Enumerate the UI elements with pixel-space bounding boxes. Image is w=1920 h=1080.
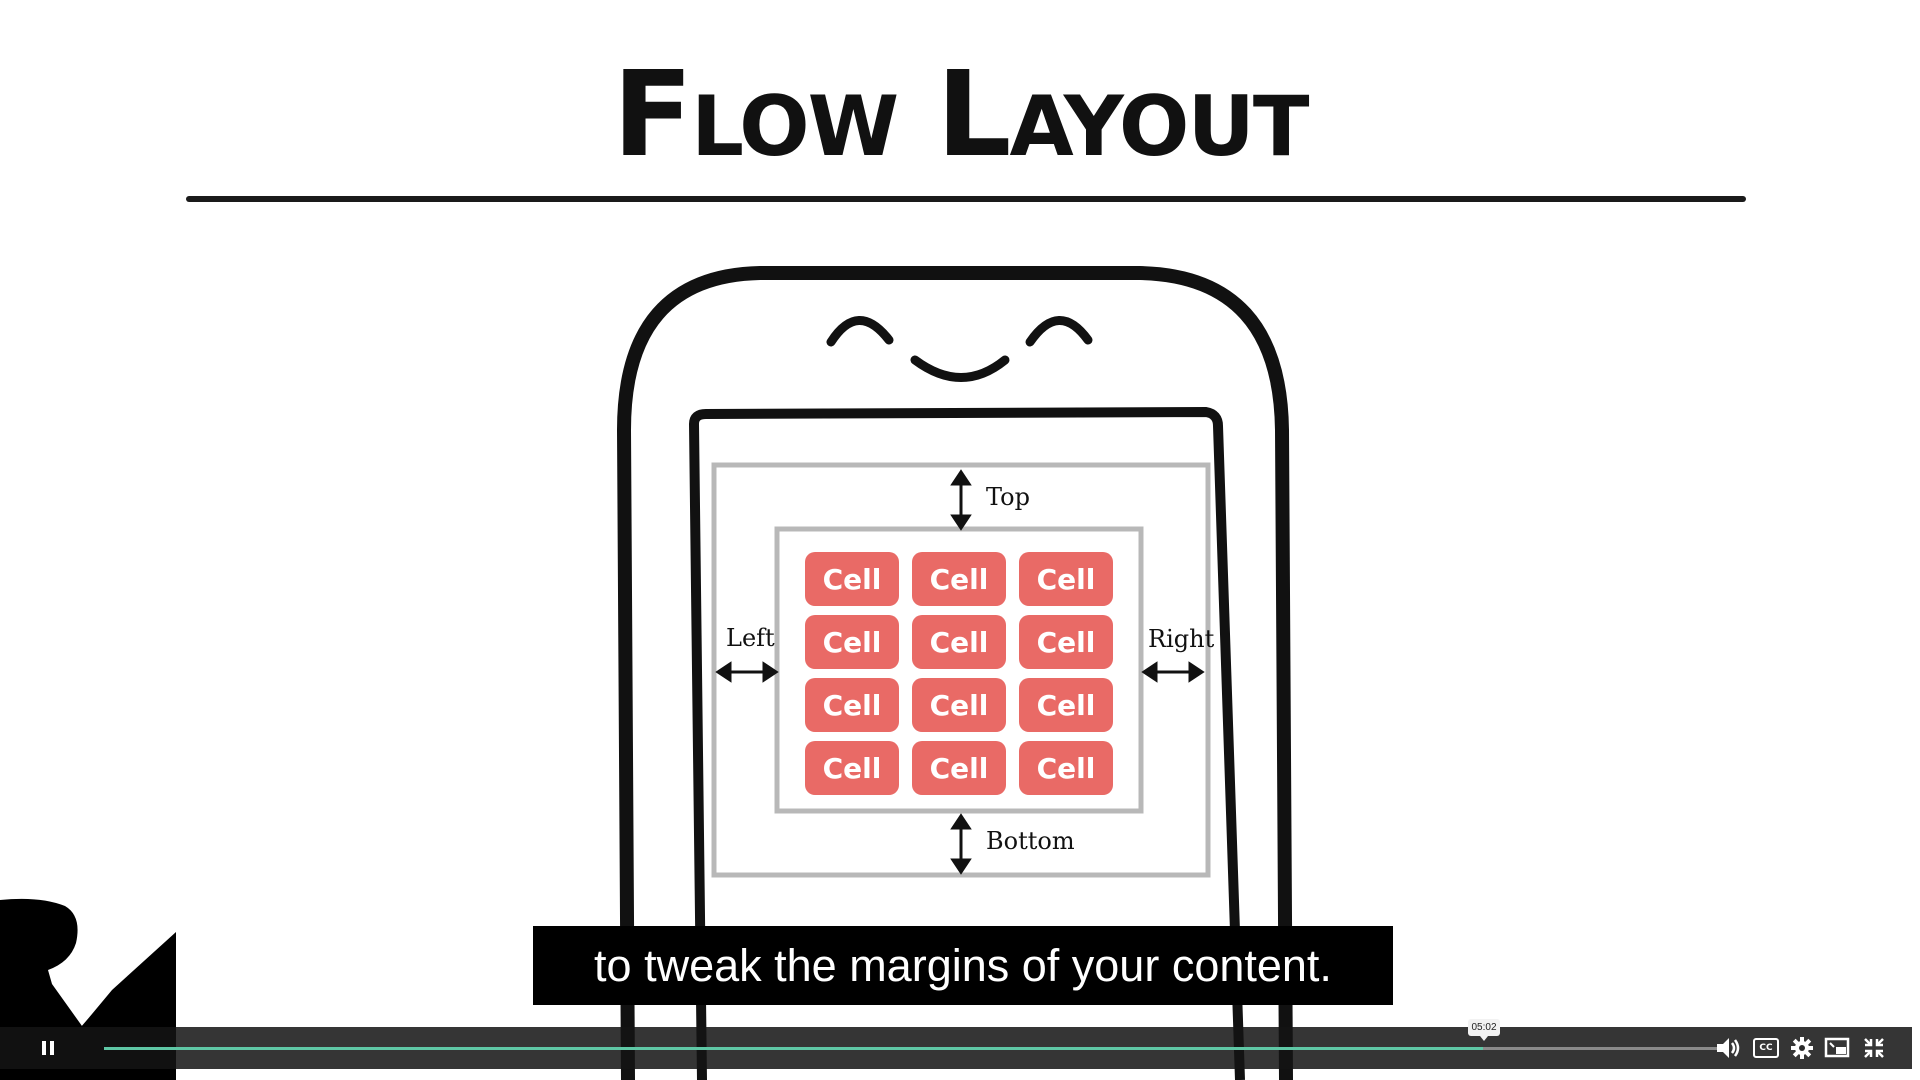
closed-captions-icon: CC xyxy=(1753,1038,1779,1058)
left-margin-label: Left xyxy=(726,624,775,652)
cell: Cell xyxy=(912,678,1006,732)
right-margin-label: Right xyxy=(1148,625,1215,653)
slide-title: Flow Layout xyxy=(612,45,1310,183)
outer-margin-box xyxy=(711,462,1211,878)
content-box xyxy=(774,526,1144,814)
pause-icon xyxy=(42,1041,54,1055)
cell: Cell xyxy=(912,552,1006,606)
picture-in-picture-icon xyxy=(1824,1037,1850,1058)
pause-button[interactable] xyxy=(30,1032,66,1064)
cell: Cell xyxy=(1019,741,1113,795)
left-eye xyxy=(826,316,894,347)
left-margin-arrow xyxy=(715,661,779,683)
cell: Cell xyxy=(805,678,899,732)
closed-captions-label: CC xyxy=(1759,1043,1773,1053)
progress-fill xyxy=(104,1047,1483,1050)
progress-bar[interactable] xyxy=(104,1047,1724,1050)
exit-fullscreen-icon xyxy=(1864,1038,1884,1058)
subtitle-caption: to tweak the margins of your content. xyxy=(533,926,1393,1005)
cell: Cell xyxy=(1019,678,1113,732)
volume-button[interactable] xyxy=(1714,1034,1742,1062)
cell: Cell xyxy=(912,615,1006,669)
right-eye xyxy=(1025,316,1093,347)
cell: Cell xyxy=(912,741,1006,795)
volume-icon xyxy=(1717,1038,1740,1058)
cell: Cell xyxy=(805,552,899,606)
phone-screen-outline xyxy=(688,406,1245,1080)
timestamp-tooltip: 05:02 xyxy=(1468,1019,1500,1041)
cell: Cell xyxy=(805,615,899,669)
cell: Cell xyxy=(1019,615,1113,669)
phone-outline xyxy=(617,266,1293,1080)
top-margin-arrow xyxy=(950,469,972,531)
closed-captions-button[interactable]: CC xyxy=(1752,1034,1780,1062)
cell: Cell xyxy=(805,741,899,795)
cell: Cell xyxy=(1019,552,1113,606)
bottom-margin-arrow xyxy=(950,813,972,875)
smile xyxy=(910,355,1010,382)
settings-button[interactable] xyxy=(1788,1034,1816,1062)
picture-in-picture-button[interactable] xyxy=(1823,1034,1851,1062)
top-margin-label: Top xyxy=(986,483,1030,511)
gear-icon xyxy=(1791,1037,1813,1059)
exit-fullscreen-button[interactable] xyxy=(1860,1034,1888,1062)
bottom-margin-label: Bottom xyxy=(986,827,1075,855)
right-margin-arrow xyxy=(1141,661,1205,683)
title-divider xyxy=(186,196,1746,202)
